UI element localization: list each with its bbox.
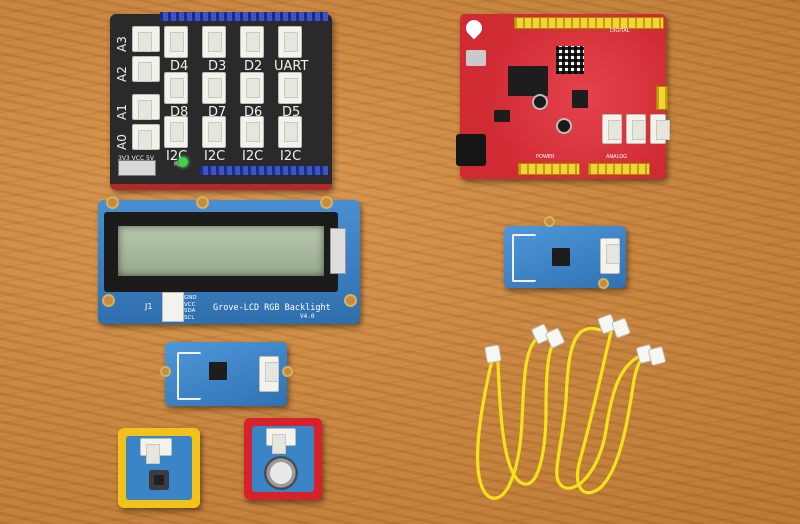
grove-port-d4 (164, 26, 188, 58)
grove-port-a3 (132, 26, 160, 52)
capacitor-2 (556, 118, 572, 134)
label-d4: D4 (170, 59, 189, 74)
pcb-antenna (177, 352, 201, 400)
lcd-side-connector (330, 228, 346, 274)
lcd-grove-port (162, 292, 184, 322)
grove-sensor-module-left (165, 342, 287, 406)
red-board-grove-port-3 (650, 114, 670, 144)
grove-port-d8 (164, 72, 188, 104)
icsp-header (656, 86, 668, 110)
power-pin-header (518, 163, 580, 175)
cable-1 (476, 334, 542, 500)
label-analog: ANALOG (606, 154, 627, 160)
grove-port-i2c-1 (164, 116, 188, 148)
power-select-switch (118, 160, 156, 176)
digital-pin-header (514, 17, 664, 29)
analog-pin-header (588, 163, 650, 175)
capacitor-1 (532, 94, 548, 110)
lcd-connector-label: J1 (145, 302, 153, 311)
grove-port-i2c-2 (202, 116, 226, 148)
pin-scl: SCL (184, 314, 195, 321)
red-board-grove-port-1 (602, 114, 622, 144)
label-i2c-2: I2C (204, 149, 226, 164)
label-d3: D3 (208, 59, 227, 74)
cable-connector (484, 344, 502, 364)
label-digital: DIGITAL (610, 28, 630, 34)
cable-1b (496, 336, 558, 486)
grove-sensor-module-right (504, 226, 626, 288)
mount-hole (344, 294, 357, 307)
lcd-version: V4.0 (300, 313, 315, 320)
cable-connector (648, 346, 666, 366)
regulator-chip (572, 90, 588, 108)
usb-port (466, 50, 486, 66)
lcd-title: Grove-LCD RGB Backlight (213, 303, 331, 313)
bottom-pin-header (200, 166, 328, 175)
grove-port-d2 (240, 26, 264, 58)
mount-hole (320, 196, 333, 209)
grove-port-a1 (132, 94, 160, 120)
label-d5: D5 (282, 105, 301, 120)
mount-hole (598, 278, 609, 289)
grove-port-i2c-4 (278, 116, 302, 148)
grove-port-a0 (132, 124, 160, 150)
microcontroller-chip (508, 66, 548, 96)
grove-port-d6 (240, 72, 264, 104)
mount-hole (282, 366, 293, 377)
sensor-chip (552, 248, 570, 266)
pin-sda: SDA (184, 308, 196, 314)
small-chip (494, 110, 510, 122)
cable-connector (531, 323, 551, 345)
label-d8: D8 (170, 105, 189, 120)
cable-connector (545, 327, 565, 349)
push-button-icon (149, 470, 169, 490)
pin-vcc: VCC (184, 301, 196, 308)
cable-connector (611, 318, 631, 338)
rotary-grove-port (266, 428, 296, 454)
red-board-grove-port-2 (626, 114, 646, 144)
label-d6: D6 (244, 105, 263, 120)
power-led-icon (178, 157, 188, 167)
mount-hole (106, 196, 119, 209)
lcd-pin-labels: GND VCC SDA SCL (184, 295, 197, 321)
mount-hole (102, 294, 115, 307)
sensor-grove-port (600, 238, 620, 274)
label-uart: UART (274, 59, 309, 74)
grove-port-d5 (278, 72, 302, 104)
label-i2c-3: I2C (242, 149, 264, 164)
pin-gnd: GND (184, 295, 197, 301)
cable-2b (575, 326, 654, 495)
base-shield-board: A3 A2 A1 A0 D4 D3 D2 UART D8 D7 D6 D5 I2… (110, 12, 332, 190)
grove-port-i2c-3 (240, 116, 264, 148)
button-grove-port (140, 438, 172, 464)
label-d7: D7 (208, 105, 227, 120)
cable-connector (597, 314, 617, 334)
grove-port-uart (278, 26, 302, 58)
sensor-chip (209, 362, 227, 380)
mount-hole (196, 196, 209, 209)
cable-2 (555, 326, 642, 490)
mount-hole (160, 366, 171, 377)
lcd-screen (118, 226, 324, 276)
grove-port-a2 (132, 56, 160, 82)
dc-power-jack (456, 134, 486, 166)
sensor-grove-port (259, 356, 279, 392)
label-power-select: 3V3 VCC 5V (118, 155, 154, 162)
grove-port-d7 (202, 72, 226, 104)
label-power: POWER (536, 154, 555, 160)
qr-code-icon (556, 46, 584, 74)
mount-hole (544, 216, 555, 227)
rotary-knob-icon (264, 456, 298, 490)
pcb-antenna (512, 234, 536, 282)
grove-port-d3 (202, 26, 226, 58)
label-i2c-4: I2C (280, 149, 302, 164)
label-d2: D2 (244, 59, 263, 74)
red-microcontroller-board: DIGITAL POWER ANALOG (460, 14, 670, 179)
top-pin-header (160, 12, 328, 21)
